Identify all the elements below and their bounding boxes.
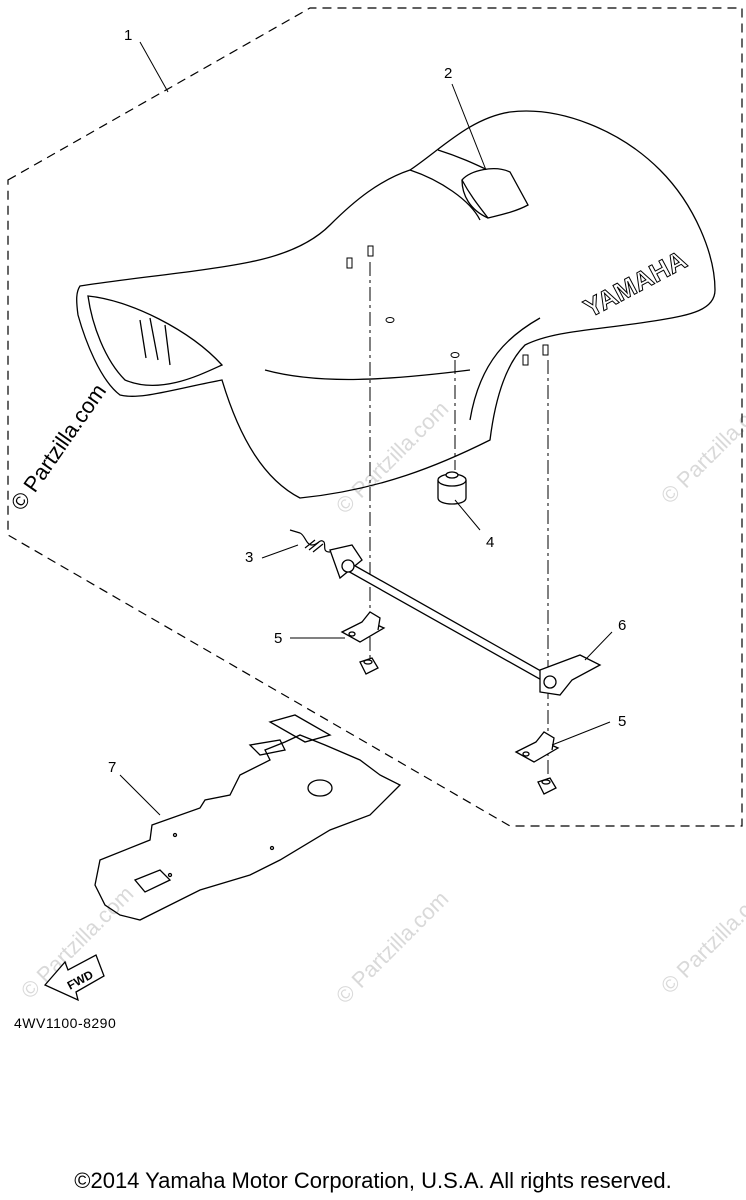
- callout-5-left: 5: [274, 630, 282, 647]
- callout-1: 1: [124, 27, 132, 44]
- callout-7: 7: [108, 759, 116, 776]
- watermark: © Partzilla.com: [331, 886, 454, 1009]
- callout-numbers: 1 2 3 4 5 6 5 7: [108, 27, 626, 776]
- leader-lines: [119, 41, 613, 816]
- diagram-code: 4WV1100-8290: [14, 1015, 117, 1031]
- callout-4: 4: [486, 534, 494, 551]
- callout-5-right: 5: [618, 713, 626, 730]
- bracket-left: [340, 611, 386, 675]
- bracket-right: [514, 731, 560, 795]
- lock-rod: [329, 544, 602, 696]
- seat-mount-slots: [346, 245, 549, 366]
- assembly-boundary: [7, 7, 743, 827]
- seat-plate: [94, 714, 402, 921]
- callout-3: 3: [245, 549, 253, 566]
- callout-6: 6: [618, 617, 626, 634]
- callout-2: 2: [444, 65, 452, 82]
- watermark-dark: © Partzilla.com: [6, 379, 112, 515]
- seat-strap: [461, 168, 529, 219]
- spring: [289, 529, 331, 553]
- parts-diagram: © Partzilla.com © Partzilla.com © Partzi…: [6, 7, 746, 1009]
- seat-brand-text: YAMAHA: [579, 244, 692, 323]
- seat: [76, 110, 716, 499]
- copyright-notice: ©2014 Yamaha Motor Corporation, U.S.A. A…: [74, 1168, 672, 1193]
- watermark: © Partzilla.com: [656, 876, 746, 999]
- seat-damper: [437, 471, 467, 505]
- watermark: © Partzilla.com: [331, 396, 454, 519]
- watermarks: © Partzilla.com © Partzilla.com © Partzi…: [6, 379, 746, 1008]
- watermark: © Partzilla.com: [656, 386, 746, 509]
- assembly-centerlines: [369, 262, 549, 780]
